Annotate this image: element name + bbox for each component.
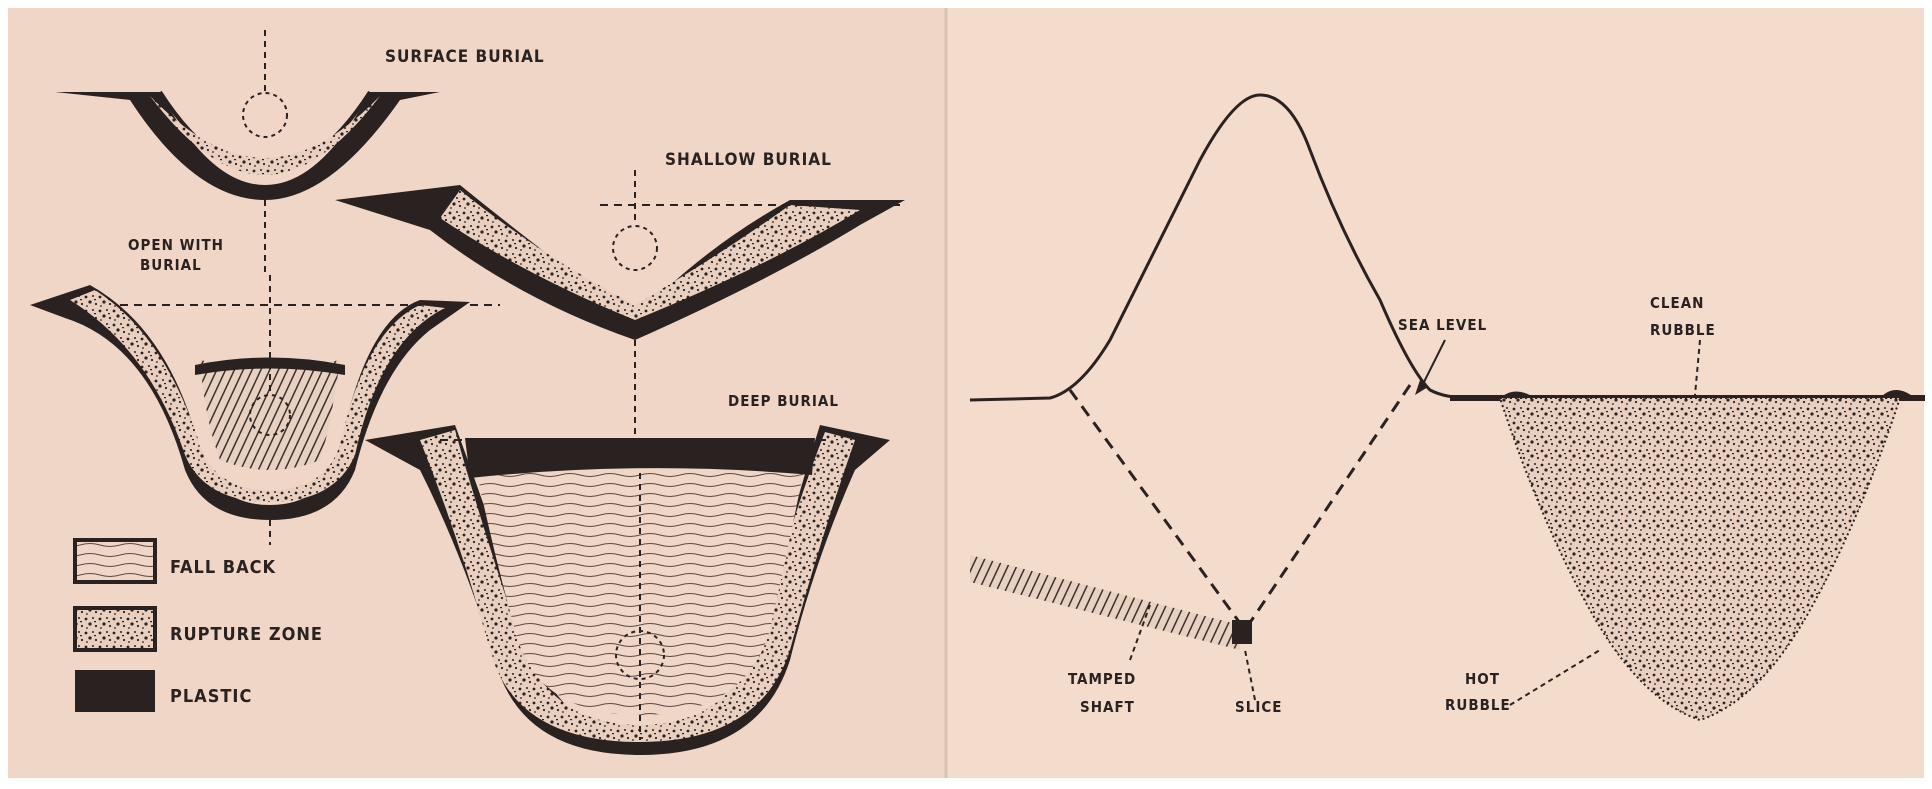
slice-block [1232, 620, 1252, 644]
legend-label-fall-back: FALL BACK [170, 557, 277, 578]
label-tamped-shaft-line1: TAMPED [1068, 670, 1136, 688]
legend-label-plastic: PLASTIC [170, 686, 252, 707]
label-clean-rubble-line1: CLEAN [1650, 294, 1704, 312]
legend-label-rupture-zone: RUPTURE ZONE [170, 624, 323, 645]
label-open-burial-line1: OPEN WITH [128, 236, 224, 254]
rupture-zone-swatch [75, 608, 155, 650]
label-tamped-shaft-line2: SHAFT [1080, 698, 1135, 716]
label-open-burial-line2: BURIAL [140, 256, 202, 274]
label-sea-level: SEA LEVEL [1398, 316, 1487, 334]
label-hot-rubble-line1: HOT [1465, 670, 1500, 688]
label-deep-burial: DEEP BURIAL [728, 392, 839, 410]
label-surface-burial: SURFACE BURIAL [385, 47, 545, 67]
label-hot-rubble-line2: RUBBLE [1445, 696, 1511, 714]
fall-back-swatch [75, 540, 155, 582]
label-clean-rubble-line2: RUBBLE [1650, 321, 1716, 339]
label-slice: SLICE [1235, 698, 1282, 716]
label-shallow-burial: SHALLOW BURIAL [665, 150, 832, 170]
plastic-swatch [75, 670, 155, 712]
